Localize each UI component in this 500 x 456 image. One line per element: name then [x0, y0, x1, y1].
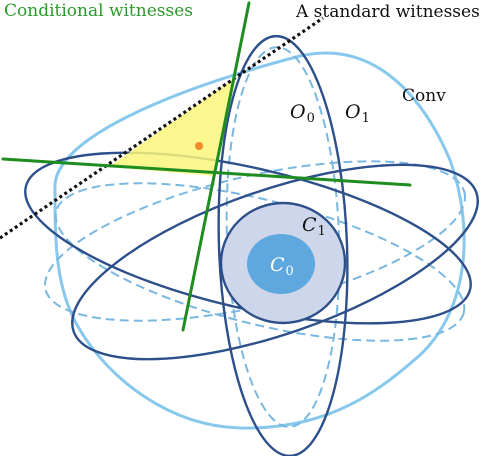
o0-label: O0 — [290, 101, 315, 126]
conditional-witness-lines — [1, 1, 412, 332]
c0-label: C0 — [270, 254, 294, 279]
conditional-line-steep — [181, 1, 251, 332]
c0-region — [247, 234, 315, 294]
standard-witnesses-label: A standard witnesses — [296, 2, 480, 22]
dashed-ellipse-up — [44, 160, 466, 322]
o1-label: O1 — [345, 101, 370, 126]
ellipse-down — [24, 151, 472, 325]
witness-point — [195, 142, 203, 150]
conditional-line-flat — [1, 157, 412, 187]
conditional-region — [109, 77, 236, 176]
ellipse-up — [71, 163, 479, 361]
conditional-witnesses-label: Conditional witnesses — [4, 1, 194, 21]
c1-label: C1 — [302, 214, 326, 239]
standard-witness-line — [0, 16, 324, 240]
dashed-ellipse-down — [54, 182, 466, 342]
conv-label: Conv — [402, 86, 446, 106]
